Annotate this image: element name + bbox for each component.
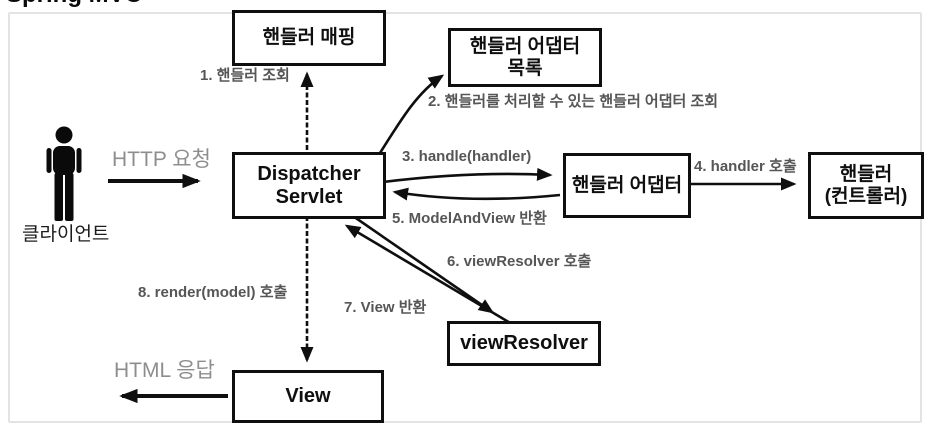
box-dispatcher-line1: Dispatcher (257, 162, 361, 185)
box-dispatcher-line2: Servlet (275, 185, 343, 208)
box-handler-line2: (컨트롤러) (824, 185, 908, 207)
label-html-response: HTML 응답 (114, 359, 215, 382)
box-view-resolver-label: viewResolver (460, 332, 588, 354)
label-client: 클라이언트 (22, 224, 110, 245)
person-icon (46, 126, 82, 221)
label-step8: 8. render(model) 호출 (138, 284, 288, 301)
arrow-step5-modelandview (392, 187, 561, 201)
label-step7: 7. View 반환 (344, 299, 427, 316)
box-handler-adapter-list-line2: 목록 (507, 57, 543, 79)
box-handler-line1: 핸들러 (839, 163, 893, 185)
arrow-step2-adapter-lookup (378, 74, 445, 154)
box-handler-mapping: 핸들러 매핑 (232, 10, 386, 66)
arrow-step3-handle (382, 167, 553, 184)
label-step4: 4. handler 호출 (694, 158, 797, 175)
label-step6: 6. viewResolver 호출 (447, 253, 592, 270)
box-handler-adapter-list-line1: 핸들러 어댑터 (469, 35, 581, 57)
label-step3: 3. handle(handler) (402, 148, 532, 165)
box-view-resolver: viewResolver (447, 321, 601, 366)
box-handler-adapter-list: 핸들러 어댑터 목록 (448, 28, 602, 87)
box-handler-adapter-label: 핸들러 어댑터 (571, 174, 683, 196)
arrow-step7-view-return (344, 224, 513, 326)
arrow-step6-viewresolver-call (349, 212, 495, 314)
label-step2: 2. 핸들러를 처리할 수 있는 핸들러 어댑터 조회 (428, 93, 719, 110)
box-handler-controller: 핸들러 (컨트롤러) (808, 152, 924, 219)
label-step1: 1. 핸들러 조회 (200, 67, 290, 84)
box-dispatcher-servlet: Dispatcher Servlet (232, 152, 386, 219)
cropped-page-title: Spring MVC (6, 0, 142, 9)
box-view-label: View (285, 385, 331, 407)
box-view: View (232, 370, 384, 423)
label-http-request: HTTP 요청 (112, 148, 211, 171)
box-handler-adapter: 핸들러 어댑터 (563, 153, 691, 218)
box-handler-mapping-label: 핸들러 매핑 (262, 27, 356, 49)
label-step5: 5. ModelAndView 반환 (392, 210, 547, 227)
